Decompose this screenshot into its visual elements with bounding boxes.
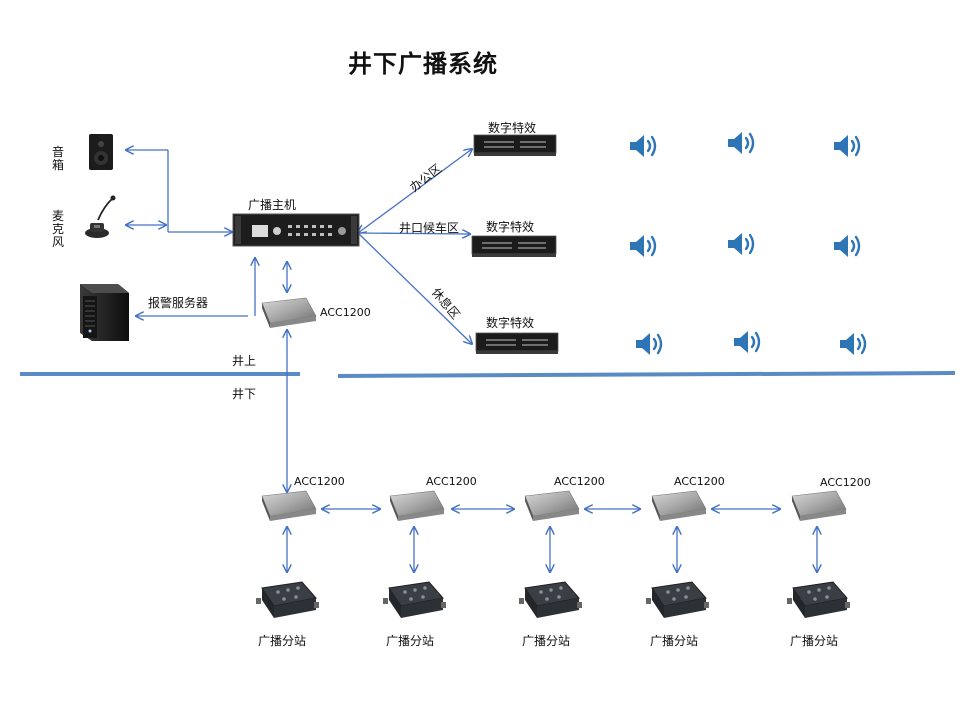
acc-node-label: ACC1200 (554, 475, 605, 488)
amplifier-icon (475, 332, 559, 354)
acc-device-icon (261, 297, 317, 328)
page-title: 井下广播系统 (348, 50, 498, 78)
microphone-label: 麦克风 (52, 209, 65, 249)
substation-label: 广播分站 (650, 634, 699, 648)
substation-label: 广播分站 (790, 634, 839, 648)
substation-label: 广播分站 (386, 634, 435, 648)
loudspeaker-icon (834, 235, 861, 257)
acc-node-label: ACC1200 (820, 476, 871, 489)
acc-node-label: ACC1200 (674, 475, 725, 488)
acc-top-label: ACC1200 (320, 306, 371, 319)
acc-node-label: ACC1200 (426, 475, 477, 488)
zone-waiting-label: 井口候车区 (399, 221, 460, 235)
speaker-box-label: 音箱 (52, 145, 65, 172)
microphone-icon (85, 195, 116, 238)
amplifier-icon (471, 235, 557, 257)
acc-device-icon (389, 490, 445, 521)
acc-device-icon (791, 490, 847, 521)
effect-unit-label: 数字特效 (488, 121, 537, 135)
amplifier-icon (473, 134, 557, 156)
substation-label: 广播分站 (522, 634, 571, 648)
effect-unit-label: 数字特效 (486, 220, 535, 234)
below-ground-label: 井下 (232, 387, 257, 401)
loudspeaker-icon (734, 331, 761, 353)
broadcast-host-icon (232, 213, 360, 247)
loudspeaker-icon (636, 333, 663, 355)
loudspeaker-icon (728, 233, 755, 255)
speaker-box-icon (89, 134, 113, 170)
above-ground-label: 井上 (232, 354, 257, 368)
acc-node-label: ACC1200 (294, 475, 345, 488)
host-label: 广播主机 (248, 198, 297, 212)
loudspeaker-icon (728, 132, 755, 154)
loudspeaker-icon (840, 333, 867, 355)
substation-icon (256, 581, 319, 618)
substation-label: 广播分站 (258, 634, 307, 648)
alarm-server-label: 报警服务器 (148, 296, 209, 310)
ground-line-right (337, 371, 956, 378)
substation-icon (519, 581, 582, 618)
acc-device-icon (261, 490, 317, 521)
effect-unit-label: 数字特效 (486, 316, 535, 330)
upper-connectors (126, 149, 472, 492)
acc-device-icon (524, 490, 580, 521)
server-icon (80, 284, 129, 341)
lower-connectors (287, 509, 817, 572)
substation-icon (646, 581, 709, 618)
loudspeaker-icon (630, 235, 657, 257)
acc-device-icon (651, 490, 707, 521)
substation-icon (383, 581, 446, 618)
loudspeaker-icon (834, 135, 861, 157)
substation-icon (787, 581, 850, 618)
loudspeaker-icon (630, 135, 657, 157)
